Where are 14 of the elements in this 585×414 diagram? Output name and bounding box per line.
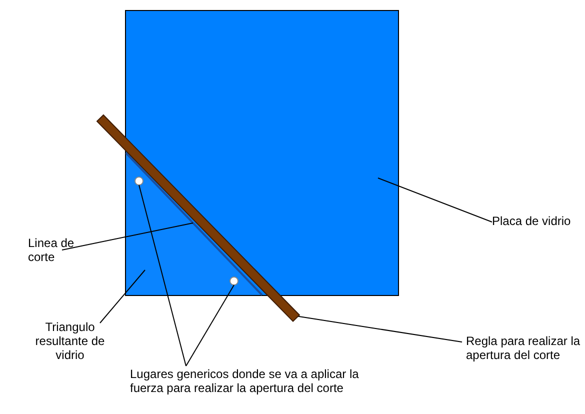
leader-line <box>100 270 146 324</box>
force-point <box>230 276 238 286</box>
leader-line <box>62 222 194 250</box>
force-point <box>134 176 144 186</box>
ruler <box>96 114 300 322</box>
callout-label: Regla para realizar la apertura del corte <box>466 334 585 362</box>
glass-plate <box>125 10 399 296</box>
callout-label: Lugares genericos donde se va a aplicar la fuerza para realizar la apertura del corte <box>130 367 360 395</box>
callout-label: Linea de corte <box>28 236 88 264</box>
leader-line <box>138 184 186 366</box>
callout-label: Placa de vidrio <box>492 214 585 228</box>
leader-line <box>296 316 462 342</box>
callout-label: Triangulo resultante de vidrio <box>30 320 110 362</box>
leader-line <box>378 178 492 222</box>
